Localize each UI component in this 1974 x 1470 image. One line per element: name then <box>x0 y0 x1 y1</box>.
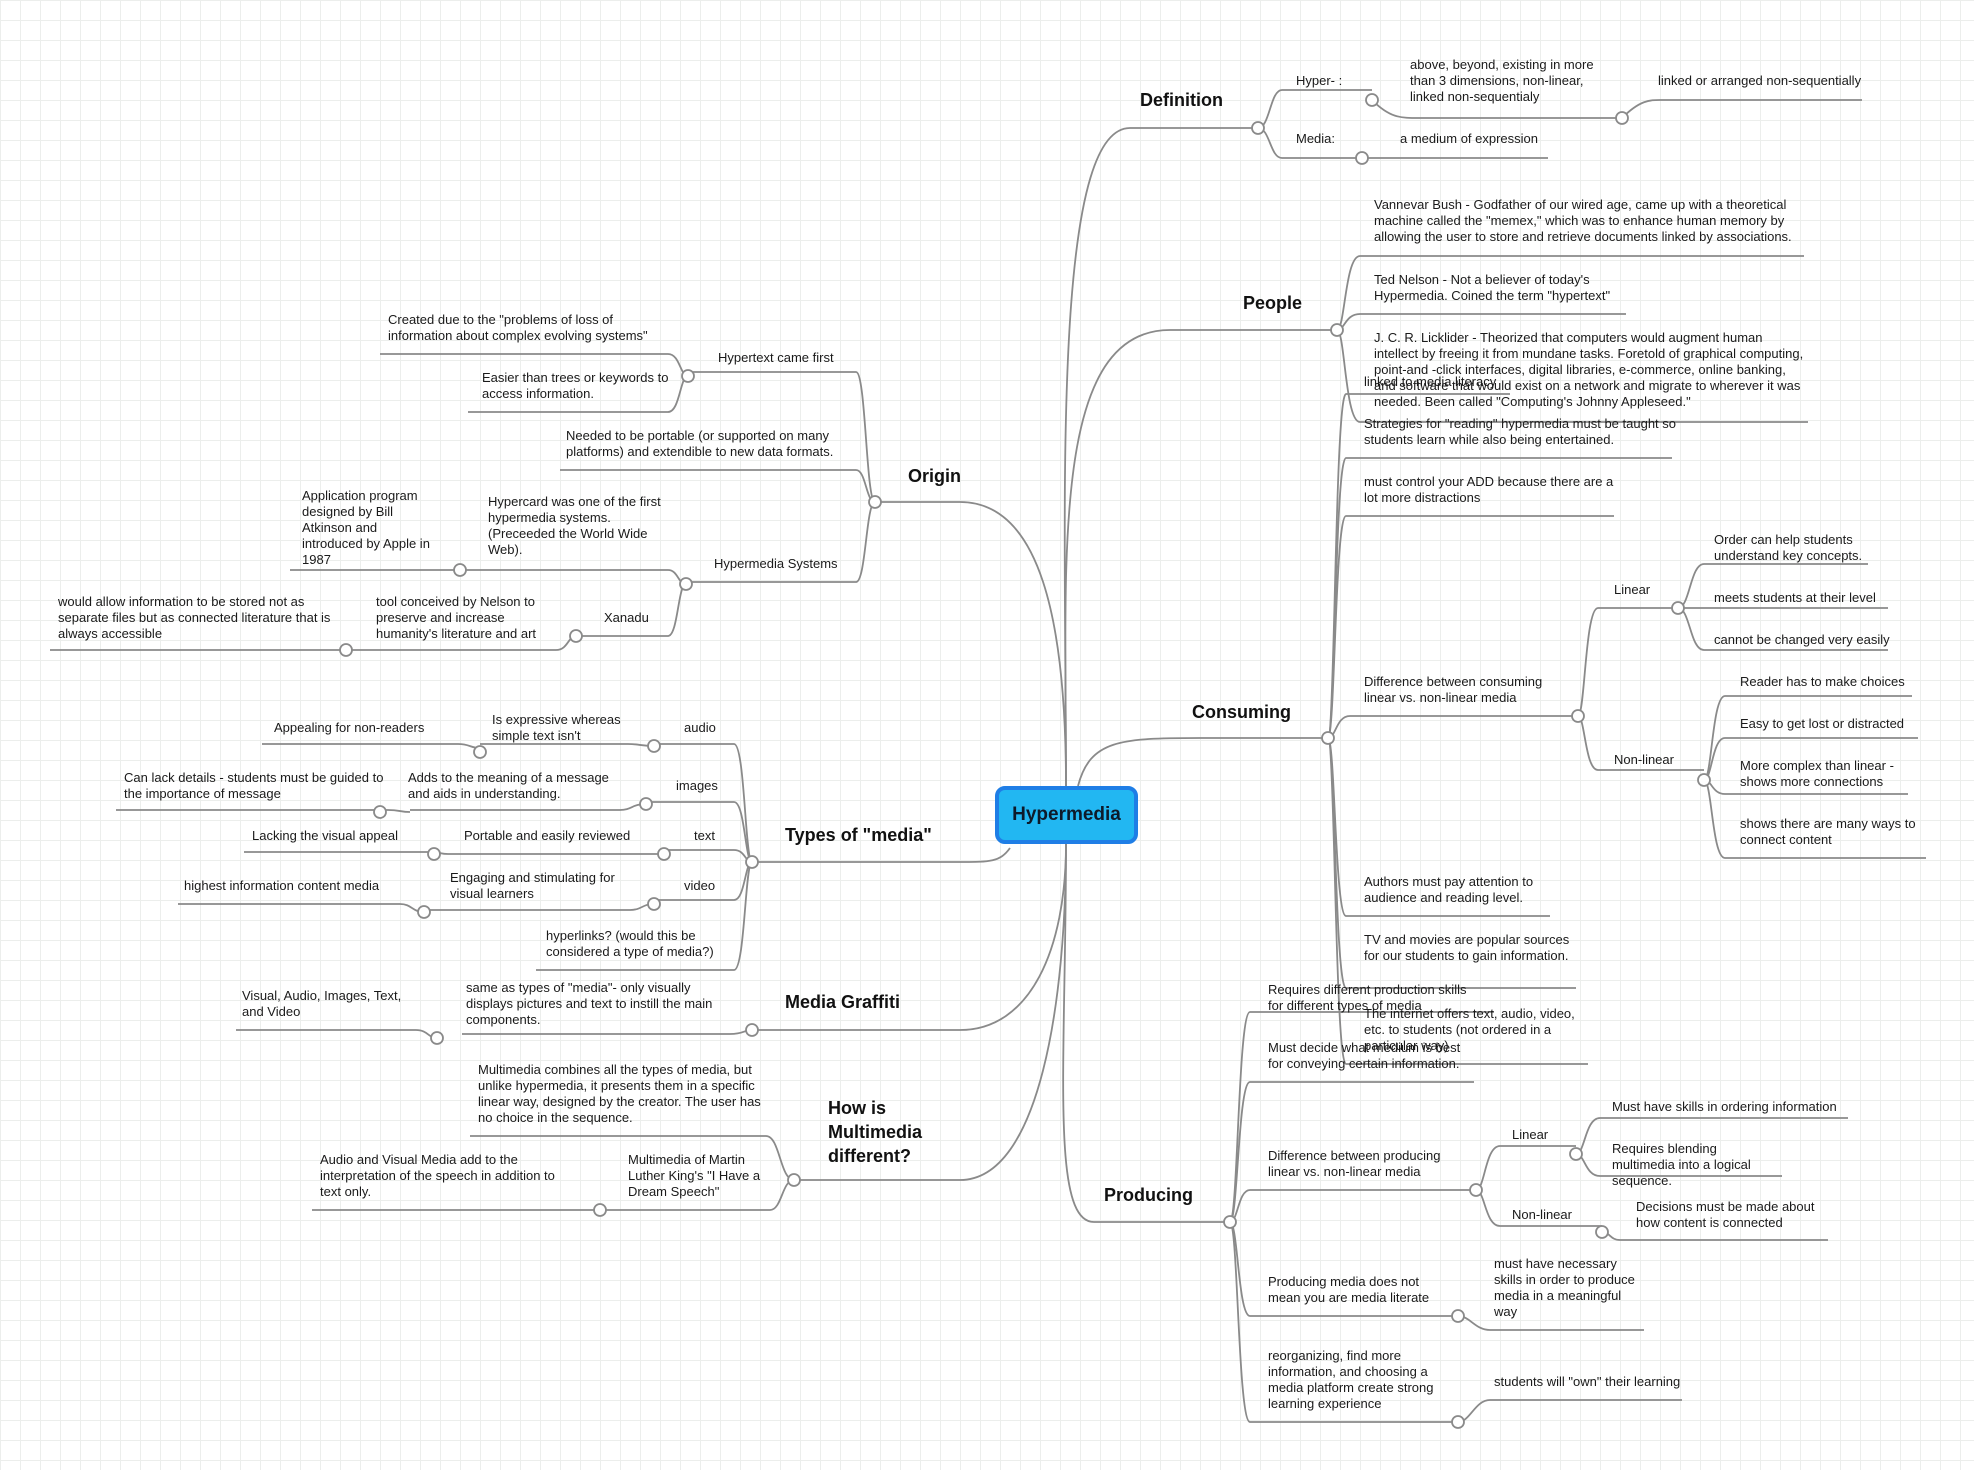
branch-origin[interactable]: Origin <box>908 466 961 486</box>
topic-licklider[interactable]: J. C. R. Licklider - Theorized that comp… <box>1374 330 1804 409</box>
topic-producing-linear-item-2[interactable]: Requires blending multimedia into a logi… <box>1612 1141 1751 1188</box>
topic-media-description[interactable]: a medium of expression <box>1400 131 1539 146</box>
topic-audio[interactable]: audio <box>684 720 716 735</box>
topic-tv-movies[interactable]: TV and movies are popular sources for ou… <box>1364 932 1570 963</box>
topic-consuming-nonlinear[interactable]: Non-linear <box>1614 752 1674 767</box>
topic-hyperlinks[interactable]: hyperlinks? (would this be considered a … <box>546 928 714 959</box>
topic-application-program[interactable]: Application program designed by Bill Atk… <box>302 488 430 567</box>
topic-hypertext-came-first[interactable]: Hypertext came first <box>718 350 834 365</box>
topic-hypercard[interactable]: Hypercard was one of the first hypermedi… <box>488 494 661 557</box>
topic-producing-nonlinear-item[interactable]: Decisions must be made about how content… <box>1636 1199 1815 1230</box>
branch-consuming[interactable]: Consuming <box>1192 702 1291 722</box>
connector-knobs <box>339 93 1711 1429</box>
topic-producing-nonlinear[interactable]: Non-linear <box>1512 1207 1572 1222</box>
topic-producing-linear-item-1[interactable]: Must have skills in ordering information <box>1612 1099 1837 1114</box>
topic-portable-extendible[interactable]: Needed to be portable (or supported on m… <box>566 428 834 459</box>
topic-audio-visual-add[interactable]: Audio and Visual Media add to the interp… <box>320 1152 555 1199</box>
topic-audio-nonreaders[interactable]: Appealing for non-readers <box>274 720 425 735</box>
branch-types-of-media[interactable]: Types of "media" <box>785 825 932 845</box>
topic-video[interactable]: video <box>684 878 716 893</box>
topic-decide-medium[interactable]: Must decide what medium is best for conv… <box>1268 1040 1461 1071</box>
topic-graffiti-visual-audio[interactable]: Visual, Audio, Images, Text, and Video <box>242 988 402 1019</box>
topic-consuming-difference[interactable]: Difference between consuming linear vs. … <box>1364 674 1543 705</box>
topic-hypermedia-systems[interactable]: Hypermedia Systems <box>714 556 838 571</box>
topic-authors[interactable]: Authors must pay attention to audience a… <box>1364 874 1534 905</box>
topic-text[interactable]: text <box>694 828 715 843</box>
topic-hyper-description[interactable]: above, beyond, existing in more than 3 d… <box>1410 57 1594 104</box>
topic-images-lack-details[interactable]: Can lack details - students must be guid… <box>124 770 384 801</box>
topic-media-literacy[interactable]: linked to media literacy <box>1364 374 1497 389</box>
topic-ted-nelson[interactable]: Ted Nelson - Not a believer of today's H… <box>1374 272 1611 303</box>
topic-video-highest[interactable]: highest information content media <box>184 878 380 893</box>
topic-vannevar-bush[interactable]: Vannevar Bush - Godfather of our wired a… <box>1374 197 1792 244</box>
root-node-label: Hypermedia <box>1012 804 1121 825</box>
branch-people[interactable]: People <box>1243 293 1303 313</box>
topic-strategies[interactable]: Strategies for "reading" hypermedia must… <box>1364 416 1677 447</box>
topic-reorganizing[interactable]: reorganizing, find more information, and… <box>1268 1348 1434 1411</box>
topic-audio-expressive[interactable]: Is expressive whereas simple text isn't <box>492 712 621 743</box>
topic-images-meaning[interactable]: Adds to the meaning of a message and aid… <box>408 770 609 801</box>
topic-multimedia-combines[interactable]: Multimedia combines all the types of med… <box>478 1062 761 1125</box>
topic-xanadu-tool[interactable]: tool conceived by Nelson to preserve and… <box>376 594 537 641</box>
branch-producing[interactable]: Producing <box>1104 1185 1193 1205</box>
topic-nonlinear-item-4[interactable]: shows there are many ways to connect con… <box>1740 816 1916 847</box>
topic-production-skills[interactable]: Requires different production skills for… <box>1268 982 1467 1013</box>
topic-producing-difference[interactable]: Difference between producing linear vs. … <box>1268 1148 1441 1179</box>
topic-images[interactable]: images <box>676 778 718 793</box>
topic-nonlinear-item-1[interactable]: Reader has to make choices <box>1740 674 1905 689</box>
topic-hyper-linked[interactable]: linked or arranged non-sequentially <box>1658 73 1862 88</box>
topic-nonlinear-item-2[interactable]: Easy to get lost or distracted <box>1740 716 1905 731</box>
topic-producing-not-literate[interactable]: Producing media does not mean you are me… <box>1268 1274 1430 1305</box>
topic-graffiti-same-as-types[interactable]: same as types of "media"- only visually … <box>466 980 713 1027</box>
topic-xanadu-connected[interactable]: would allow information to be stored not… <box>58 594 331 641</box>
branch-how-is-multimedia-different[interactable]: How is Multimedia different? <box>828 1098 923 1166</box>
topic-nonlinear-item-3[interactable]: More complex than linear - shows more co… <box>1740 758 1894 789</box>
topic-linear-item-3[interactable]: cannot be changed very easily <box>1714 632 1890 647</box>
topic-control-add[interactable]: must control your ADD because there are … <box>1364 474 1614 505</box>
topic-text-visual-appeal[interactable]: Lacking the visual appeal <box>252 828 398 843</box>
topic-hyper[interactable]: Hyper- : <box>1296 73 1343 88</box>
topic-producing-linear[interactable]: Linear <box>1512 1127 1549 1142</box>
topic-hypertext-problems[interactable]: Created due to the "problems of loss of … <box>388 312 648 343</box>
topic-internet[interactable]: The internet offers text, audio, video, … <box>1364 1006 1575 1053</box>
topic-linear-item-1[interactable]: Order can help students understand key c… <box>1714 532 1863 563</box>
topic-text-portable[interactable]: Portable and easily reviewed <box>464 828 631 843</box>
topic-mlk-speech[interactable]: Multimedia of Martin Luther King's "I Ha… <box>628 1152 761 1199</box>
topic-hypertext-easier[interactable]: Easier than trees or keywords to access … <box>482 370 669 401</box>
topic-necessary-skills[interactable]: must have necessary skills in order to p… <box>1494 1256 1635 1319</box>
topic-consuming-linear[interactable]: Linear <box>1614 582 1651 597</box>
root-node[interactable]: Hypermedia <box>995 786 1138 844</box>
branch-definition[interactable]: Definition <box>1140 90 1223 110</box>
topic-xanadu[interactable]: Xanadu <box>604 610 649 625</box>
branch-media-graffiti[interactable]: Media Graffiti <box>785 992 901 1012</box>
topic-own-learning[interactable]: students will "own" their learning <box>1494 1374 1681 1389</box>
topic-media[interactable]: Media: <box>1296 131 1336 146</box>
topic-linear-item-2[interactable]: meets students at their level <box>1714 590 1876 605</box>
topic-video-engaging[interactable]: Engaging and stimulating for visual lear… <box>450 870 615 901</box>
